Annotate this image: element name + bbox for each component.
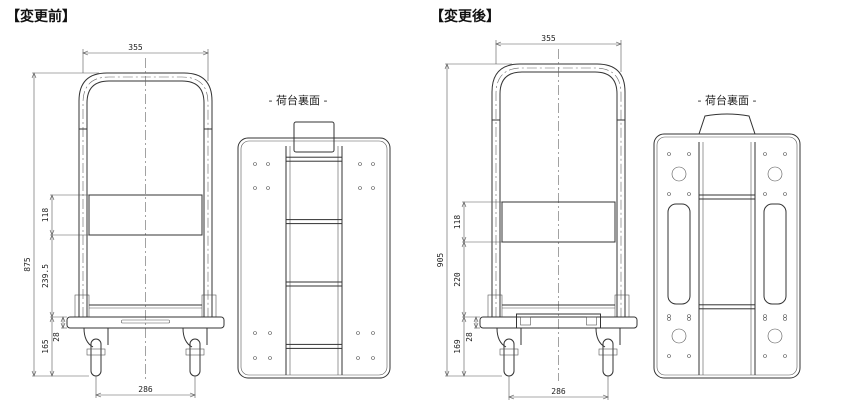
axle-right: [185, 348, 205, 356]
hole: [253, 356, 257, 360]
hole: [667, 314, 671, 318]
bolt-plate-hole: [671, 166, 687, 182]
hole: [687, 314, 691, 318]
wheel-right: [189, 338, 201, 377]
dim-wheel-span-text: 286: [138, 385, 153, 394]
hole: [268, 356, 272, 360]
axle-right: [598, 348, 618, 356]
hole: [783, 354, 787, 358]
hole: [356, 356, 360, 360]
dim-total-height-text: 905: [436, 253, 445, 268]
dim-deck-thickness-text: 28: [52, 332, 61, 342]
dim-panel-to-deck-text: 239.5: [41, 264, 50, 288]
after-title: 【変更後】: [430, 9, 500, 25]
dim-deck-thickness-text: 28: [465, 332, 474, 342]
hole: [687, 354, 691, 358]
hole: [358, 162, 362, 166]
hole: [356, 331, 360, 335]
dim-total-height-text: 875: [23, 257, 32, 272]
hole: [667, 152, 671, 156]
backrest-panel: [88, 194, 203, 236]
before-title: 【変更前】: [6, 9, 76, 25]
bolt-plate-hole: [767, 166, 783, 182]
ladder-rung-0: [698, 194, 756, 200]
hole: [266, 186, 270, 190]
hole: [783, 317, 787, 321]
hole: [763, 152, 767, 156]
dim-panel-height-text: 118: [453, 215, 462, 230]
ladder-rung-0: [285, 156, 343, 162]
grip-clip-right: [586, 316, 597, 326]
deck: [66, 316, 225, 329]
hole: [687, 152, 691, 156]
deck-handle-grip: [516, 313, 601, 329]
dim-deck-height-text: 165: [41, 339, 50, 354]
hole: [667, 317, 671, 321]
ladder-rung-2: [285, 281, 343, 287]
grip-clip-left: [520, 316, 531, 326]
backrest-panel: [501, 201, 616, 243]
dim-handle-width-text: 355: [541, 34, 556, 43]
wheel-right: [602, 338, 614, 377]
hole: [687, 317, 691, 321]
bolt-plate-hole: [767, 328, 783, 344]
hole: [371, 356, 375, 360]
caster-fork-right: [182, 327, 208, 348]
dim-panel-height-text: 118: [41, 208, 50, 223]
bolt-plate-hole: [671, 328, 687, 344]
dim-deck-height-arrows: [49, 316, 55, 377]
hole: [253, 162, 257, 166]
board-inner: [656, 136, 798, 376]
dim-handle-width-text: 355: [128, 43, 143, 52]
hole: [763, 314, 767, 318]
board-slot-1: [763, 203, 787, 305]
ladder-rung-3: [285, 343, 343, 349]
hole: [266, 162, 270, 166]
hole: [763, 192, 767, 196]
hole: [763, 317, 767, 321]
hole: [253, 186, 257, 190]
hole: [371, 186, 375, 190]
board-handle: [698, 113, 756, 135]
before-board-label: - 荷台裏面 -: [269, 93, 328, 107]
dim-panel-to-deck-text: 220: [453, 272, 462, 287]
board-outline: [237, 137, 391, 379]
hole: [763, 354, 767, 358]
wheel-left: [503, 338, 515, 377]
hole: [783, 192, 787, 196]
deck-handle-slot: [121, 319, 170, 324]
axle-left: [86, 348, 106, 356]
hole: [371, 331, 375, 335]
dim-wheel-span-text: 286: [551, 387, 566, 396]
board-inner: [240, 140, 388, 376]
hole: [687, 192, 691, 196]
hole: [667, 192, 671, 196]
board-slot-0: [667, 203, 691, 305]
hole: [783, 152, 787, 156]
hole: [371, 162, 375, 166]
board-outline: [653, 133, 801, 379]
caster-fork-left: [496, 327, 522, 348]
dim-deck-height-text: 169: [453, 339, 462, 354]
hole: [667, 354, 671, 358]
wheel-left: [90, 338, 102, 377]
after-board-label: - 荷台裏面 -: [698, 93, 757, 107]
ladder-rung-1: [698, 304, 756, 310]
board-handle: [293, 121, 335, 153]
caster-fork-left: [83, 327, 109, 348]
ladder-rung-1: [285, 219, 343, 225]
axle-left: [499, 348, 519, 356]
hole: [268, 331, 272, 335]
hole: [783, 314, 787, 318]
hole: [358, 186, 362, 190]
caster-fork-right: [595, 327, 621, 348]
hole: [253, 331, 257, 335]
dim-deck-height-arrows: [461, 316, 467, 377]
